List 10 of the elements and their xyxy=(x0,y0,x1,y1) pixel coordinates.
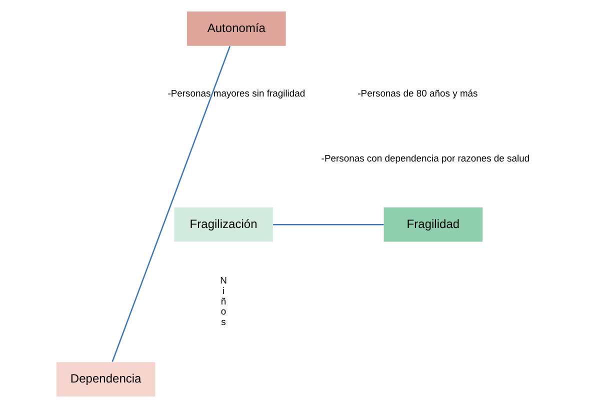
label: -Personas con dependencia por razones de salud xyxy=(320,154,530,165)
node-box: Fragilidad xyxy=(383,207,482,242)
node-box: Dependencia xyxy=(56,362,155,396)
label: -Personas mayores sin fragilidad xyxy=(167,88,305,100)
connector xyxy=(272,224,384,226)
connector xyxy=(111,46,230,362)
node-box: Autonomía xyxy=(186,12,286,46)
label: -Personas de 80 años y más xyxy=(357,88,478,100)
node-box: Fragilización xyxy=(174,207,272,242)
label: Niños xyxy=(220,276,226,328)
